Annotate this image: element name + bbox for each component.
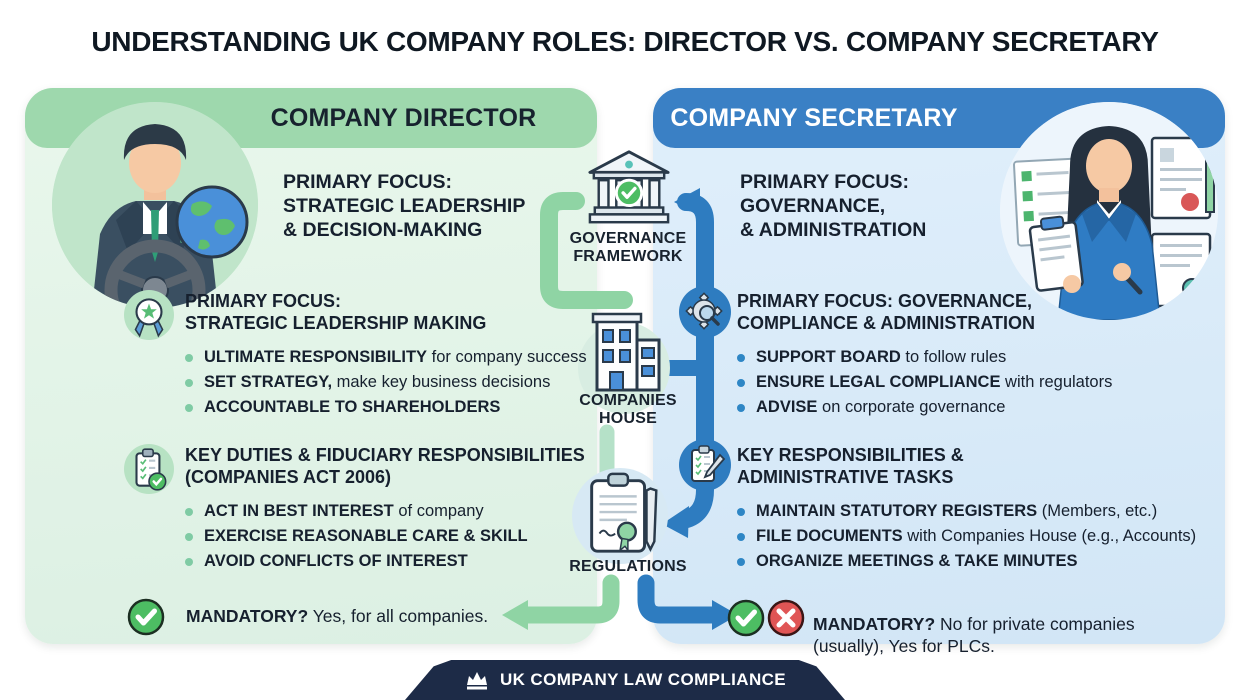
clipboard-check-icon bbox=[124, 444, 174, 499]
check-circle-icon bbox=[727, 599, 765, 642]
section-heading: KEY RESPONSIBILITIES & ADMINISTRATIVE TA… bbox=[737, 445, 964, 487]
bullet-dot bbox=[737, 354, 745, 363]
bullet-dot bbox=[185, 379, 193, 388]
bullet-item: EXERCISE REASONABLE CARE & SKILL bbox=[185, 524, 595, 549]
footer-badge: UK COMPANY LAW COMPLIANCE bbox=[405, 660, 845, 700]
bullet-item: FILE DOCUMENTS with Companies House (e.g… bbox=[737, 524, 1217, 549]
bullet-dot bbox=[737, 379, 745, 388]
secretary-person-icon bbox=[1000, 102, 1218, 320]
bullet-dot bbox=[185, 533, 193, 542]
director-person-icon bbox=[52, 102, 258, 308]
bullet-item: ADVISE on corporate governance bbox=[737, 395, 1207, 420]
secretary-illustration bbox=[1000, 102, 1218, 320]
director-title: COMPANY DIRECTOR bbox=[270, 103, 537, 132]
bullet-item: ACT IN BEST INTEREST of company bbox=[185, 499, 595, 524]
director-fiduciary-bullets: ACT IN BEST INTEREST of company EXERCISE… bbox=[185, 499, 595, 574]
secretary-focus-statement: PRIMARY FOCUS: GOVERNANCE, & ADMINISTRAT… bbox=[740, 171, 927, 242]
section-heading: PRIMARY FOCUS: STRATEGIC LEADERSHIP MAKI… bbox=[185, 291, 487, 333]
secretary-tasks-bullets: MAINTAIN STATUTORY REGISTERS (Members, e… bbox=[737, 499, 1217, 574]
director-focus-bullets: ULTIMATE RESPONSIBILITY for company succ… bbox=[185, 345, 595, 420]
bullet-item: ULTIMATE RESPONSIBILITY for company succ… bbox=[185, 345, 595, 370]
x-circle-icon bbox=[767, 599, 805, 642]
bullet-dot bbox=[737, 404, 745, 413]
check-circle-icon bbox=[127, 598, 165, 641]
bullet-dot bbox=[185, 354, 193, 363]
bullet-item: MAINTAIN STATUTORY REGISTERS (Members, e… bbox=[737, 499, 1217, 524]
bullet-dot bbox=[737, 558, 745, 567]
footer-label: UK COMPANY LAW COMPLIANCE bbox=[499, 670, 787, 689]
bullet-item: ACCOUNTABLE TO SHAREHOLDERS bbox=[185, 395, 595, 420]
director-duties-section: PRIMARY FOCUS: STRATEGIC LEADERSHIP MAKI… bbox=[185, 291, 595, 420]
crown-icon bbox=[466, 671, 487, 689]
bullet-item: ORGANIZE MEETINGS & TAKE MINUTES bbox=[737, 549, 1217, 574]
bullet-item: AVOID CONFLICTS OF INTEREST bbox=[185, 549, 595, 574]
regulations-icon bbox=[576, 466, 670, 567]
secretary-title: COMPANY SECRETARY bbox=[670, 103, 958, 132]
director-mandatory: MANDATORY? Yes, for all companies. bbox=[186, 606, 489, 626]
bullet-item: ENSURE LEGAL COMPLIANCE with regulators bbox=[737, 370, 1207, 395]
bank-icon bbox=[586, 148, 672, 233]
section-heading: KEY DUTIES & FIDUCIARY RESPONSIBILITIES … bbox=[185, 445, 585, 487]
regulations-label: REGULATIONS bbox=[569, 558, 687, 575]
secretary-mandatory: MANDATORY? No for private companies (usu… bbox=[813, 613, 1135, 656]
secretary-focus-bullets: SUPPORT BOARD to follow rules ENSURE LEG… bbox=[737, 345, 1207, 420]
bullet-item: SET STRATEGY, make key business decision… bbox=[185, 370, 595, 395]
section-heading: PRIMARY FOCUS: GOVERNANCE, COMPLIANCE & … bbox=[737, 291, 1035, 333]
director-illustration bbox=[52, 102, 258, 308]
secretary-tasks-section: KEY RESPONSIBILITIES & ADMINISTRATIVE TA… bbox=[737, 445, 1217, 574]
companies-house-label: COMPANIES HOUSE bbox=[579, 392, 677, 428]
bullet-dot bbox=[737, 508, 745, 517]
bullet-dot bbox=[185, 558, 193, 567]
bullet-item: SUPPORT BOARD to follow rules bbox=[737, 345, 1207, 370]
director-fiduciary-section: KEY DUTIES & FIDUCIARY RESPONSIBILITIES … bbox=[185, 445, 595, 574]
bullet-dot bbox=[185, 508, 193, 517]
bullet-dot bbox=[737, 533, 745, 542]
page-title: UNDERSTANDING UK COMPANY ROLES: DIRECTOR… bbox=[91, 26, 1159, 57]
medal-icon bbox=[124, 290, 174, 345]
clipboard-pencil-icon bbox=[679, 439, 731, 496]
building-icon bbox=[589, 310, 663, 401]
secretary-focus-section: PRIMARY FOCUS: GOVERNANCE, COMPLIANCE & … bbox=[737, 291, 1207, 420]
governance-framework-label: GOVERNANCE FRAMEWORK bbox=[569, 230, 687, 266]
bullet-dot bbox=[185, 404, 193, 413]
director-focus-statement: PRIMARY FOCUS: STRATEGIC LEADERSHIP & DE… bbox=[283, 171, 526, 242]
gear-magnifier-icon bbox=[679, 286, 731, 343]
